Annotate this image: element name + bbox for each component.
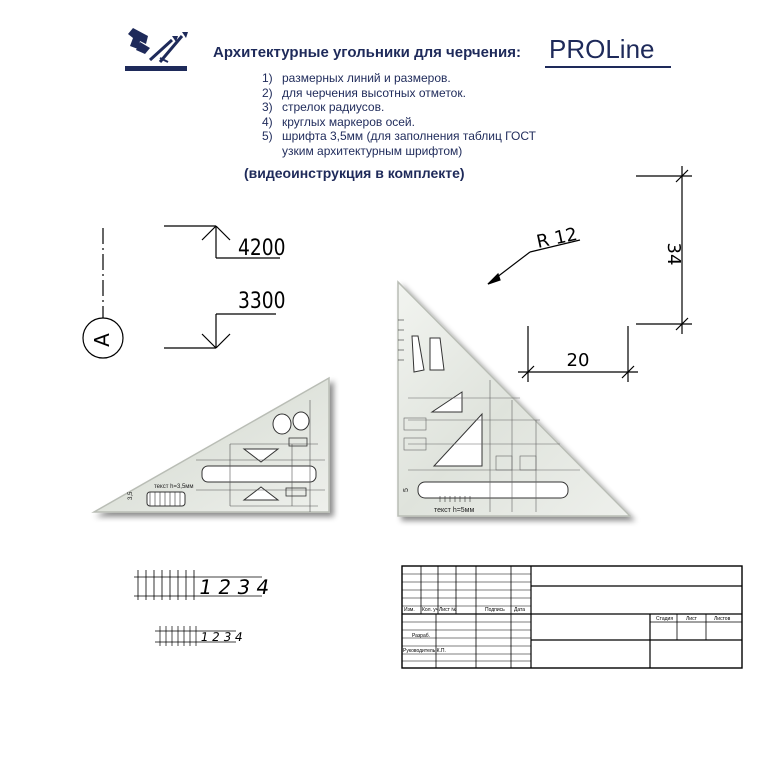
feature-item: 2)для черчения высотных отметок.: [262, 85, 466, 100]
title-block-sheet: Лист: [686, 616, 698, 622]
page-title: Архитектурные угольники для черчения:: [213, 44, 521, 61]
right-triangle-ruler: [397, 280, 632, 517]
title-block-kol: Кол. уч: [422, 607, 439, 613]
video-note: (видеоинструкция в комплекте): [244, 165, 465, 181]
feature-item-continuation: узким архитектурным шрифтом): [282, 143, 463, 158]
title-block-list: Лист №: [439, 607, 457, 613]
title-block: [401, 565, 743, 669]
title-block-izm: Изм.: [404, 607, 415, 613]
brand-logo: PROLine: [545, 34, 671, 70]
radius-leader: [487, 239, 581, 285]
title-block-stage: Стадия: [656, 616, 673, 622]
axis-marker: А: [82, 228, 124, 359]
digit-sample-small: [155, 626, 236, 646]
dimension-vertical: [636, 166, 692, 334]
dimension-vertical-label: 34: [663, 243, 684, 266]
title-block-developed: Разраб.: [412, 633, 430, 639]
feature-list: 1)размерных линий и размеров. 2)для черч…: [262, 71, 536, 159]
feature-item: 3)стрелок радиусов.: [262, 100, 385, 115]
feature-item: 5)шрифта 3,5мм (для заполнения таблиц ГО…: [262, 129, 536, 144]
digit-sample-large-text: 1 2 3 4: [197, 575, 271, 599]
digit-sample-small-text: 1 2 3 4: [199, 630, 243, 644]
title-block-doc: Подпись: [485, 607, 505, 613]
level-mark-top: [164, 225, 280, 259]
digit-sample-large: [134, 570, 262, 600]
feature-item: 1)размерных линий и размеров.: [262, 71, 451, 85]
right-ruler-side-mark: 5: [403, 488, 410, 492]
title-block-date: Дата: [514, 607, 525, 613]
right-ruler-text-label: текст h=5мм: [434, 507, 474, 514]
feature-item: 4)круглых маркеров осей.: [262, 114, 415, 129]
dimension-horizontal: [518, 326, 638, 382]
level-label-top: 4200: [238, 235, 286, 261]
logo-text: PROLine: [549, 34, 655, 64]
level-mark-bottom: [164, 313, 276, 349]
level-label-bottom: 3300: [238, 288, 286, 314]
title-block-sheets: Листов: [714, 616, 731, 622]
left-ruler-side-mark: 3,5: [128, 491, 134, 500]
left-triangle-ruler: [91, 376, 330, 513]
radius-label: R 12: [535, 224, 580, 253]
left-ruler-text-label: текст h=3,5мм: [154, 484, 194, 490]
dimension-horizontal-label: 20: [567, 350, 590, 371]
logo-underline: [545, 66, 671, 68]
axis-marker-label: А: [90, 333, 114, 347]
title-block-head: Руководитель К.П.: [403, 648, 446, 654]
